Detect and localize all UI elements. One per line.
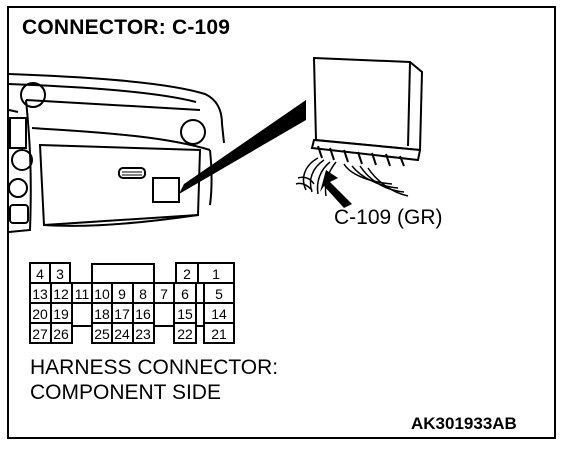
leader-wedge [179,100,306,194]
pin-5: 5 [215,286,223,302]
connector-title: CONNECTOR: C-109 [22,16,231,39]
pin-1: 1 [212,266,220,282]
pin-17: 17 [114,306,130,322]
pin-19: 19 [53,306,69,322]
harness-caption: HARNESS CONNECTOR: COMPONENT SIDE [30,355,278,405]
pointer-arrow [320,170,352,208]
pin-13: 13 [32,286,48,302]
dashboard-illustration [8,73,225,233]
pin-22: 22 [177,326,193,342]
harness-caption-line-2: COMPONENT SIDE [30,381,221,404]
connector-callout-label: C-109 (GR) [334,206,443,229]
pin-2: 2 [183,266,191,282]
component-module [310,56,424,167]
pin-21: 21 [211,326,227,342]
pin-27: 27 [32,326,48,342]
pin-20: 20 [32,306,48,322]
pin-6: 6 [181,286,189,302]
pin-26: 26 [53,326,69,342]
pin-4: 4 [36,266,44,282]
connector-face [29,262,235,344]
pin-15: 15 [177,306,193,322]
pin-23: 23 [135,326,151,342]
pin-3: 3 [56,266,64,282]
pin-16: 16 [135,306,151,322]
pin-18: 18 [94,306,110,322]
wire-harness [295,157,409,197]
pin-11: 11 [75,286,90,302]
figure-code: AK301933AB [411,414,517,433]
pin-14: 14 [211,306,227,322]
pin-25: 25 [94,326,110,342]
pin-10: 10 [94,286,110,302]
pin-9: 9 [118,286,126,302]
pin-labels: 4 3 2 1 13 12 11 10 9 8 7 6 5 20 19 18 1… [32,266,227,342]
pin-12: 12 [53,286,69,302]
harness-caption-line-1: HARNESS CONNECTOR: [30,356,279,379]
pin-24: 24 [114,326,130,342]
pin-8: 8 [139,286,147,302]
pin-7: 7 [160,286,168,302]
